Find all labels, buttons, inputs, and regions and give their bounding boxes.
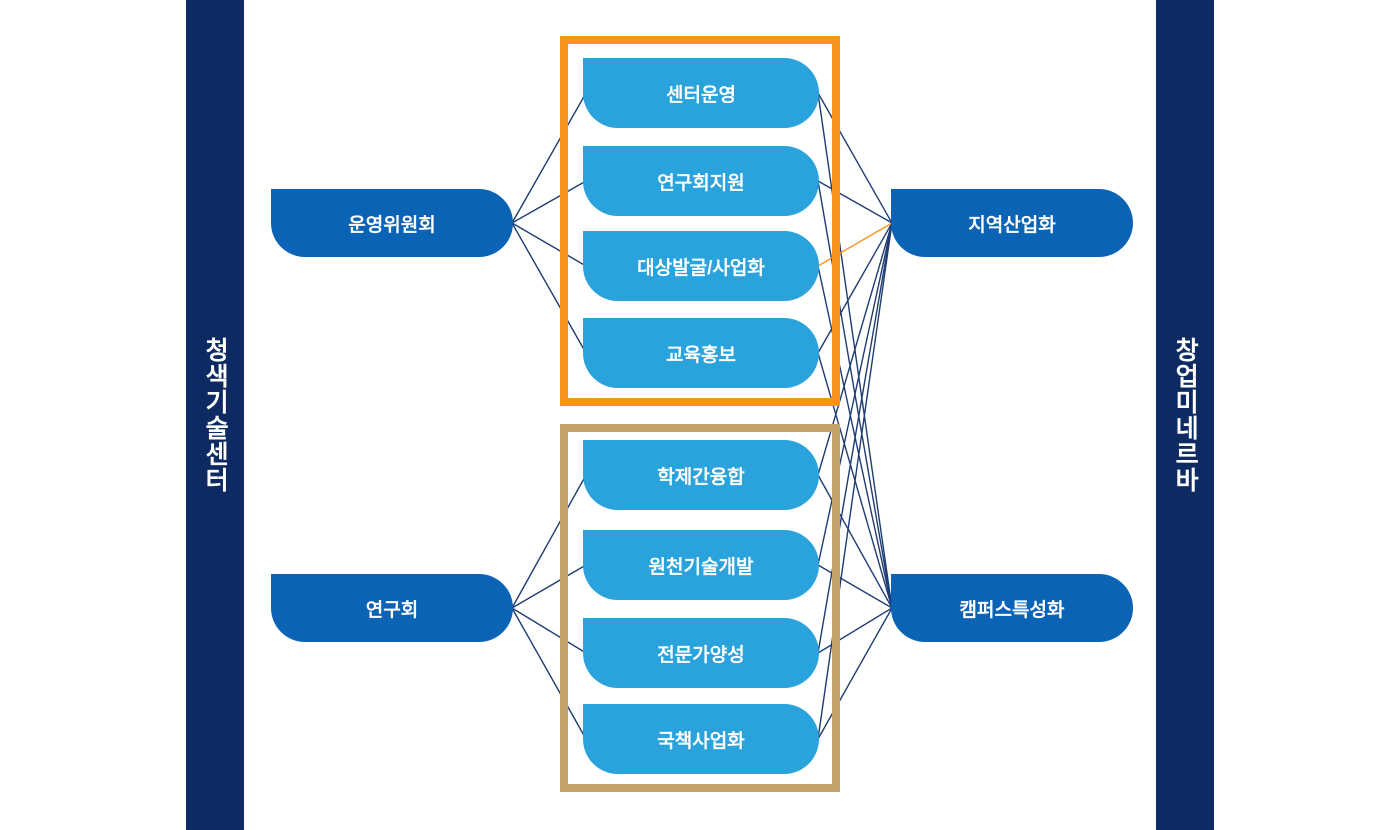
node-interdisciplinary[interactable]: 학제간융합 <box>583 440 819 510</box>
node-education[interactable]: 교육홍보 <box>583 318 819 388</box>
node-society[interactable]: 연구회 <box>271 574 513 642</box>
node-center-ops[interactable]: 센터운영 <box>583 58 819 128</box>
node-campus-label: 캠퍼스특성화 <box>959 599 1065 621</box>
group-frame-research <box>560 424 840 792</box>
node-interdisciplinary-label: 학제간융합 <box>657 466 745 488</box>
node-expert-training[interactable]: 전문가양성 <box>583 618 819 688</box>
node-discovery-label: 대상발굴/사업화 <box>637 257 765 279</box>
sidebar-right-label: 창업미네르바 <box>1171 337 1200 493</box>
node-society-support[interactable]: 연구회지원 <box>583 146 819 216</box>
node-society-support-label: 연구회지원 <box>657 172 745 194</box>
node-regional-label: 지역산업화 <box>968 214 1056 236</box>
node-society-label: 연구회 <box>365 599 419 621</box>
node-expert-training-label: 전문가양성 <box>657 644 745 666</box>
node-center-ops-label: 센터운영 <box>666 84 736 106</box>
sidebar-left: 청색기술센터 <box>186 0 244 830</box>
sidebar-right: 창업미네르바 <box>1156 0 1214 830</box>
node-national-project[interactable]: 국책사업화 <box>583 704 819 774</box>
node-committee[interactable]: 운영위원회 <box>271 189 513 257</box>
sidebar-left-label: 청색기술센터 <box>201 337 230 493</box>
node-core-technology-label: 원천기술개발 <box>648 556 754 578</box>
node-regional[interactable]: 지역산업화 <box>891 189 1133 257</box>
node-national-project-label: 국책사업화 <box>657 730 745 752</box>
node-campus[interactable]: 캠퍼스특성화 <box>891 574 1133 642</box>
node-discovery[interactable]: 대상발굴/사업화 <box>583 231 819 301</box>
node-education-label: 교육홍보 <box>666 344 736 366</box>
group-frame-center <box>560 36 840 406</box>
node-core-technology[interactable]: 원천기술개발 <box>583 530 819 600</box>
node-committee-label: 운영위원회 <box>348 214 436 236</box>
